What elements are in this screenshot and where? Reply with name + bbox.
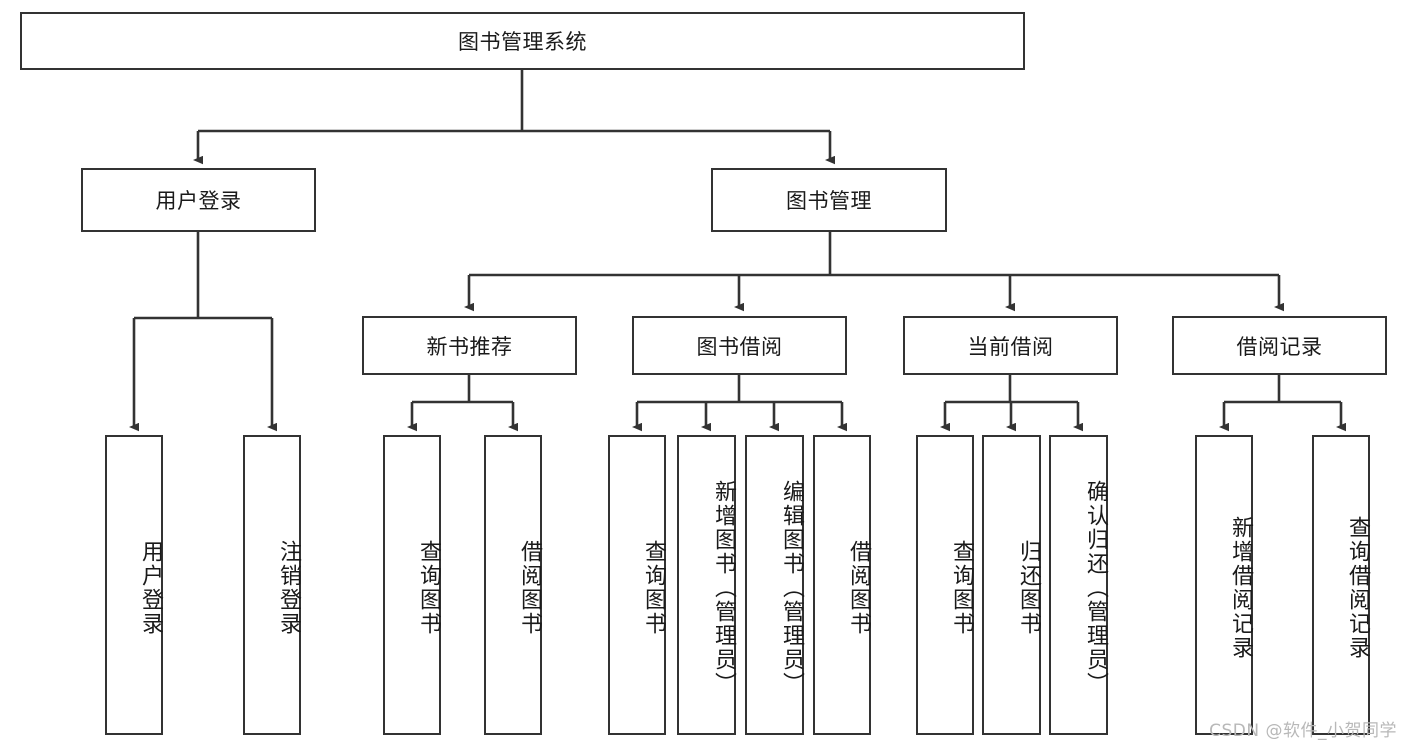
node-user-login[interactable]: 用户登录 bbox=[81, 168, 316, 232]
node-leaf-query-book-3[interactable]: 查询图书 bbox=[916, 435, 974, 735]
node-leaf-add-record[interactable]: 新增借阅记录 bbox=[1195, 435, 1253, 735]
node-label: 查询图书 bbox=[641, 540, 666, 636]
node-label: 新增借阅记录 bbox=[1228, 516, 1253, 660]
node-label: 查询借阅记录 bbox=[1345, 516, 1370, 660]
node-label: 借阅图书 bbox=[846, 540, 871, 636]
node-leaf-query-book-1[interactable]: 查询图书 bbox=[383, 435, 441, 735]
node-label: 用户登录 bbox=[138, 540, 163, 636]
node-leaf-borrow-book-2[interactable]: 借阅图书 bbox=[813, 435, 871, 735]
node-borrow-record[interactable]: 借阅记录 bbox=[1172, 316, 1387, 375]
node-leaf-query-record[interactable]: 查询借阅记录 bbox=[1312, 435, 1370, 735]
node-label: 用户登录 bbox=[155, 189, 242, 213]
node-leaf-edit-book[interactable]: 编辑图书（管理员） bbox=[745, 435, 804, 735]
node-label: 确认归还（管理员） bbox=[1083, 480, 1108, 696]
node-book-management[interactable]: 图书管理 bbox=[711, 168, 947, 232]
connectors-book-borrow-to-leaves bbox=[632, 375, 847, 432]
node-label: 归还图书 bbox=[1016, 540, 1041, 636]
csdn-watermark: CSDN @软件_小贺同学 bbox=[1209, 721, 1397, 741]
node-book-borrow[interactable]: 图书借阅 bbox=[632, 316, 847, 375]
node-label: 新增图书（管理员） bbox=[711, 480, 736, 696]
node-label: 查询图书 bbox=[416, 540, 441, 636]
node-label: 查询图书 bbox=[949, 540, 974, 636]
node-label: 当前借阅 bbox=[967, 334, 1054, 359]
node-leaf-add-book[interactable]: 新增图书（管理员） bbox=[677, 435, 736, 735]
connectors-current-borrow-to-leaves bbox=[940, 375, 1083, 432]
node-leaf-user-login[interactable]: 用户登录 bbox=[105, 435, 163, 735]
node-leaf-query-book-2[interactable]: 查询图书 bbox=[608, 435, 666, 735]
node-leaf-return-book[interactable]: 归还图书 bbox=[982, 435, 1041, 735]
node-leaf-confirm-return[interactable]: 确认归还（管理员） bbox=[1049, 435, 1108, 735]
node-new-book-recommend[interactable]: 新书推荐 bbox=[362, 316, 577, 375]
node-leaf-borrow-book-1[interactable]: 借阅图书 bbox=[484, 435, 542, 735]
node-leaf-logout[interactable]: 注销登录 bbox=[243, 435, 301, 735]
node-label: 图书管理系统 bbox=[458, 30, 587, 54]
node-label: 借阅记录 bbox=[1236, 334, 1323, 359]
node-label: 借阅图书 bbox=[517, 540, 542, 636]
node-label: 图书管理 bbox=[786, 189, 872, 213]
connectors-root-to-level2 bbox=[193, 70, 835, 165]
connectors-new-book-recommend-to-leaves bbox=[407, 375, 518, 432]
connectors-book-management-to-level3 bbox=[464, 232, 1284, 312]
connectors-borrow-record-to-leaves bbox=[1219, 375, 1346, 432]
node-root-book-management-system[interactable]: 图书管理系统 bbox=[20, 12, 1025, 70]
node-label: 新书推荐 bbox=[426, 334, 513, 359]
node-current-borrow[interactable]: 当前借阅 bbox=[903, 316, 1118, 375]
node-label: 编辑图书（管理员） bbox=[779, 480, 804, 696]
node-label: 注销登录 bbox=[276, 540, 301, 636]
connectors-user-login-to-leaves bbox=[129, 232, 277, 432]
node-label: 图书借阅 bbox=[696, 334, 783, 359]
